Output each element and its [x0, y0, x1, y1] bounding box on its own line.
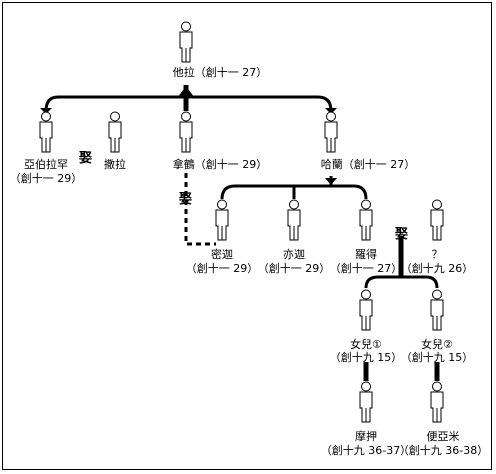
person-icon-iscah: [287, 199, 301, 241]
label-terah: 他拉（創十一 27）: [172, 66, 268, 79]
label-unknown-name: ？: [431, 248, 443, 261]
marry-nahor-milcah: 娶: [179, 192, 193, 207]
marry-abram-sarai: 娶: [79, 151, 93, 166]
person-icon-terah: [179, 21, 193, 63]
label-sarai: 撒拉: [104, 158, 126, 171]
label-iscah-ref: （創十一 29）: [257, 262, 331, 275]
label-daughter2-ref: （創十九 15）: [400, 351, 474, 364]
label-daughter2-name: 女兒②: [421, 338, 453, 351]
label-moab-name: 摩押: [355, 430, 377, 443]
label-haran: 哈蘭（創十一 27）: [320, 158, 416, 171]
line-lot-daughters: [364, 275, 439, 289]
arrow-terah: [178, 86, 194, 97]
label-unknown-ref: （創十九 26）: [400, 262, 474, 275]
label-milcah-ref: （創十一 29）: [185, 262, 259, 275]
label-lot-ref: （創十一 27）: [329, 262, 403, 275]
person-icon-lot: [359, 199, 373, 241]
person-icon-milcah: [215, 199, 229, 241]
label-lot-name: 羅得: [355, 248, 377, 261]
label-daughter1-ref: （創十九 15）: [329, 351, 403, 364]
diagram-frame: [2, 2, 492, 470]
person-icon-ammon: [430, 381, 444, 423]
label-moab-ref: （創十九 36-37）: [320, 444, 412, 457]
marry-lot-wife: 娶: [395, 227, 409, 242]
label-daughter1-name: 女兒①: [350, 338, 382, 351]
person-icon-daughter1: [359, 289, 373, 331]
label-ammon-ref: （創十九 36-38）: [397, 444, 489, 457]
arrow-haran: [325, 108, 337, 114]
label-abram-name: 亞伯拉罕: [24, 158, 68, 171]
person-icon-daughter2: [430, 289, 444, 331]
label-ammon-name: 便亞米: [426, 430, 460, 443]
person-icon-unknown: [430, 199, 444, 241]
label-milcah-name: 密迦: [211, 248, 233, 261]
label-abram-ref: （創十一 29）: [9, 172, 83, 185]
label-nahor: 拿鶴（創十一 29）: [172, 158, 268, 171]
label-iscah-name: 亦迦: [283, 248, 305, 261]
arrow-abram: [40, 108, 52, 114]
person-icon-abram: [39, 111, 53, 153]
person-icon-haran: [324, 111, 338, 153]
line-nahor-milcah: [184, 173, 216, 246]
arrow-haran-down: [325, 178, 337, 185]
person-icon-sarai: [108, 111, 122, 153]
person-icon-nahor: [179, 111, 193, 153]
person-icon-moab: [359, 381, 373, 423]
